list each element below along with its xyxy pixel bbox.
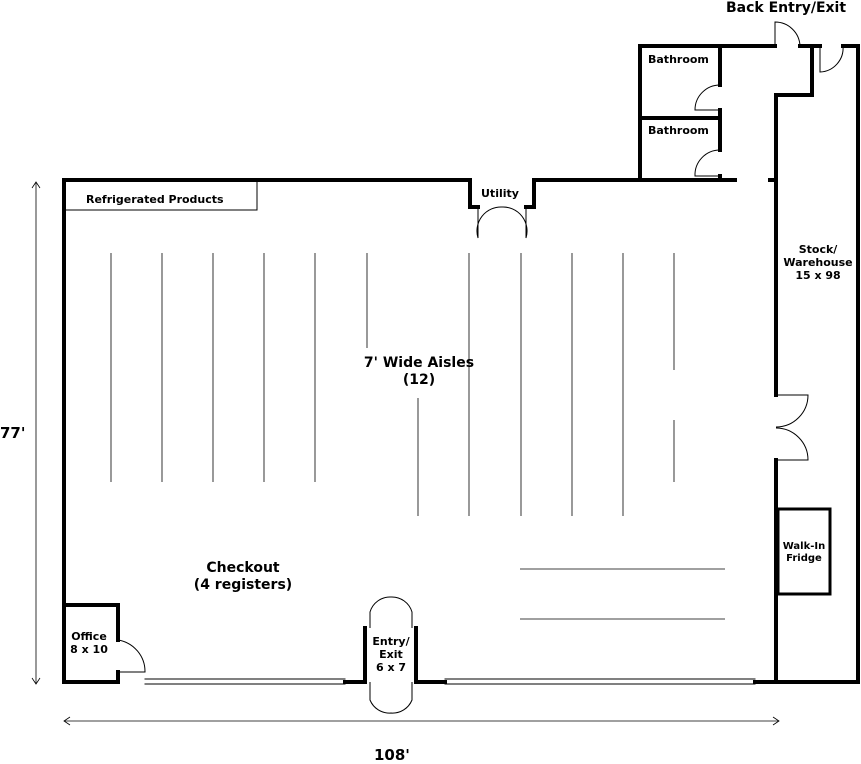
door-entry-bottom[interactable] bbox=[369, 682, 413, 714]
entry-walls bbox=[363, 626, 418, 684]
aisle-lines bbox=[110, 253, 725, 620]
walk-in-fridge-label: Walk-In Fridge bbox=[779, 541, 829, 565]
refrigerated-products-label: Refrigerated Products bbox=[86, 193, 224, 206]
fridge-line-2: Fridge bbox=[786, 553, 822, 564]
aisles-line-2: (12) bbox=[402, 371, 436, 388]
door-utility[interactable] bbox=[476, 206, 528, 239]
dimension-width-label: 108' bbox=[374, 746, 410, 764]
entry-exit-label: Entry/ Exit 6 x 7 bbox=[366, 635, 416, 675]
office-line-1: Office bbox=[71, 630, 107, 643]
door-office[interactable] bbox=[117, 639, 146, 673]
main-wall-outline bbox=[62, 178, 860, 684]
stock-warehouse-walls bbox=[774, 44, 860, 684]
front-windows bbox=[144, 678, 756, 685]
door-stock-top[interactable] bbox=[819, 45, 844, 73]
utility-walls bbox=[468, 178, 536, 209]
checkout-label: Checkout (4 registers) bbox=[183, 560, 303, 594]
door-stock-side[interactable] bbox=[775, 394, 809, 461]
bathroom-2-label: Bathroom bbox=[648, 124, 709, 137]
fridge-line-1: Walk-In bbox=[782, 541, 826, 552]
door-bathroom-1[interactable] bbox=[694, 84, 721, 111]
checkout-line-2: (4 registers) bbox=[193, 576, 293, 593]
office-label: Office 8 x 10 bbox=[66, 630, 112, 656]
stock-warehouse-label: Stock/ Warehouse 15 x 98 bbox=[780, 243, 856, 283]
entry-line-3: 6 x 7 bbox=[375, 661, 407, 675]
dimension-height-label: 77' bbox=[0, 424, 26, 442]
entry-line-1: Entry/ bbox=[372, 635, 410, 648]
stock-line-1: Stock/ bbox=[798, 243, 838, 256]
office-walls bbox=[62, 603, 120, 684]
aisles-label: 7' Wide Aisles (12) bbox=[349, 355, 489, 389]
checkout-line-1: Checkout bbox=[206, 560, 280, 576]
door-entry-top[interactable] bbox=[369, 596, 413, 628]
stock-line-2: Warehouse bbox=[783, 256, 853, 270]
door-bathroom-2[interactable] bbox=[694, 149, 721, 177]
bathroom-1-label: Bathroom bbox=[648, 53, 709, 66]
walk-in-fridge-box bbox=[776, 507, 832, 596]
refrigerated-shelf bbox=[65, 181, 258, 211]
utility-label: Utility bbox=[481, 187, 519, 200]
office-line-2: 8 x 10 bbox=[70, 643, 108, 657]
back-entry-label: Back Entry/Exit bbox=[726, 0, 847, 16]
aisles-line-1: 7' Wide Aisles bbox=[363, 355, 475, 371]
bathroom-walls bbox=[638, 44, 722, 182]
stock-line-3: 15 x 98 bbox=[795, 269, 841, 283]
entry-line-2: Exit bbox=[379, 648, 403, 662]
door-back-entry[interactable] bbox=[774, 21, 801, 47]
